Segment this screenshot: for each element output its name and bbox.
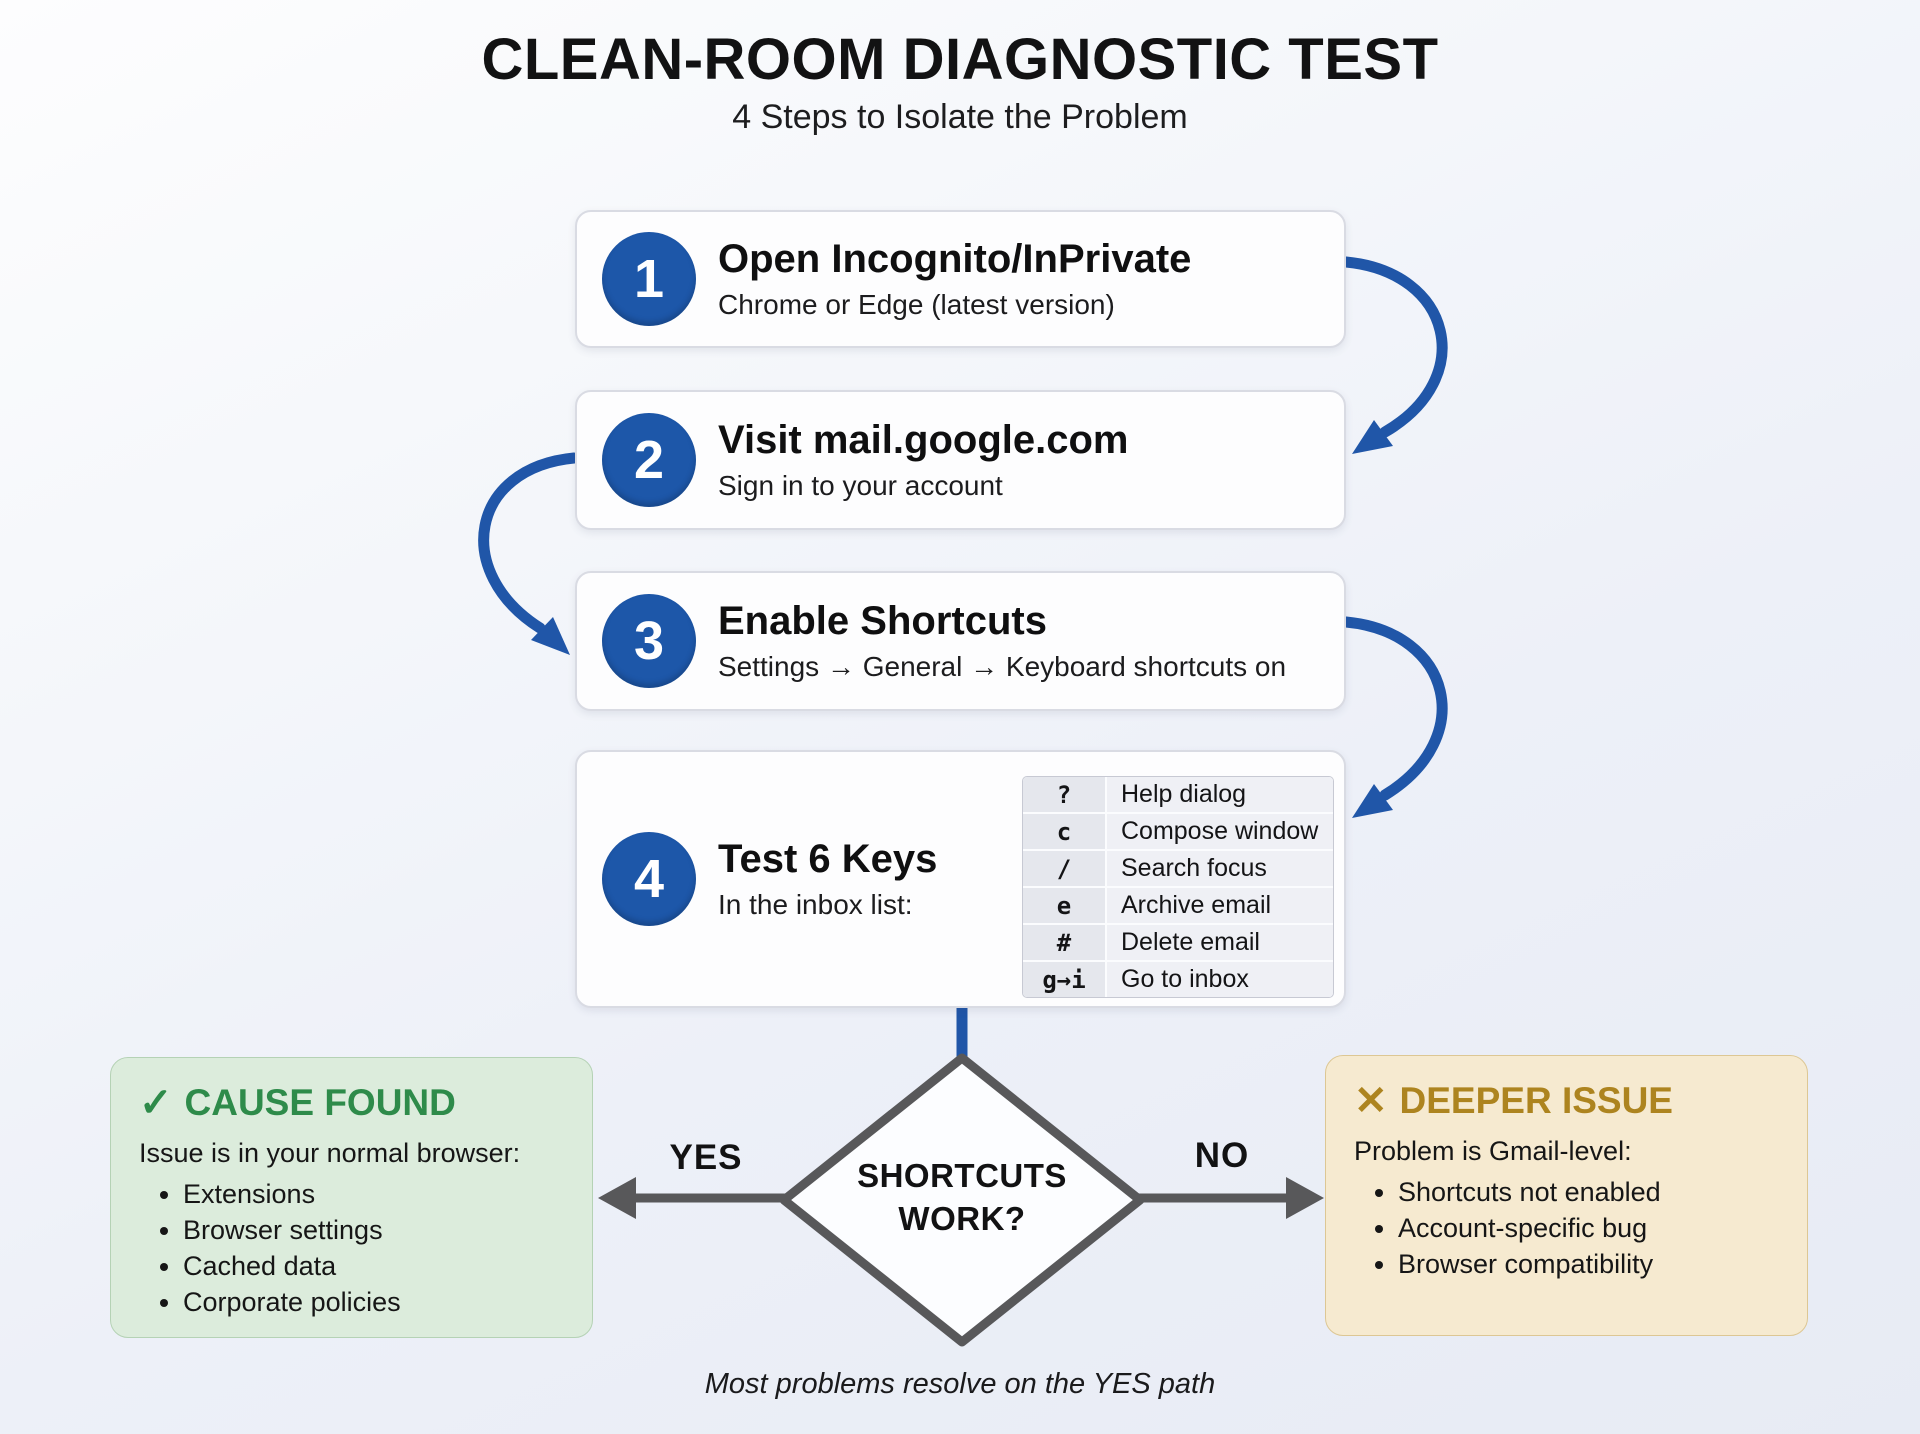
outcome-title: DEEPER ISSUE: [1399, 1080, 1673, 1121]
decision-diamond: [779, 1053, 1145, 1347]
page-title: CLEAN-ROOM DIAGNOSTIC TEST: [481, 27, 1439, 92]
arrow-step2-step3-icon: [478, 452, 580, 655]
table-row: ? Help dialog: [1023, 777, 1333, 814]
checkmark-icon: ✓: [139, 1081, 173, 1125]
decision-line2: WORK?: [898, 1200, 1026, 1237]
shortcut-action: Compose window: [1107, 814, 1333, 849]
branch-label-no: NO: [1194, 1136, 1250, 1175]
step-card-4: 4 Test 6 Keys In the inbox list: ? Help …: [575, 750, 1346, 1008]
shortcut-key-table: ? Help dialog c Compose window / Search …: [1022, 776, 1334, 998]
step-text: Visit mail.google.com Sign in to your ac…: [718, 418, 1128, 503]
step-number-badge: 2: [602, 413, 696, 507]
decision-line1: SHORTCUTS: [857, 1157, 1067, 1195]
branch-label-yes: YES: [669, 1138, 743, 1177]
table-row: c Compose window: [1023, 814, 1333, 851]
shortcut-key: ?: [1023, 777, 1107, 812]
arrow-step1-step2-icon: [1340, 256, 1448, 454]
arrow-yes-icon: [598, 1177, 786, 1219]
shortcut-action: Go to inbox: [1107, 962, 1333, 997]
table-row: # Delete email: [1023, 925, 1333, 962]
shortcut-action: Delete email: [1107, 925, 1333, 960]
list-item: Shortcuts not enabled: [1398, 1175, 1779, 1211]
step-text: Enable Shortcuts Settings → General → Ke…: [718, 599, 1286, 684]
step-title: Visit mail.google.com: [718, 417, 1129, 462]
step-card-2: 2 Visit mail.google.com Sign in to your …: [575, 390, 1346, 530]
list-item: Extensions: [183, 1177, 564, 1213]
step-number-badge: 1: [602, 232, 696, 326]
step-card-3: 3 Enable Shortcuts Settings → General → …: [575, 571, 1346, 711]
outcome-header: ✕ DEEPER ISSUE: [1354, 1080, 1779, 1122]
list-item: Cached data: [183, 1249, 564, 1285]
step-subtitle: Sign in to your account: [718, 470, 1003, 502]
decision-question: SHORTCUTS WORK?: [857, 1155, 1067, 1241]
outcome-card-cause-found: ✓ CAUSE FOUND Issue is in your normal br…: [110, 1057, 593, 1338]
arrow-step3-step4-icon: [1340, 616, 1448, 818]
step-subtitle: Chrome or Edge (latest version): [718, 289, 1115, 321]
step-number-badge: 4: [602, 832, 696, 926]
shortcut-key: #: [1023, 925, 1107, 960]
step-number-badge: 3: [602, 594, 696, 688]
table-row: / Search focus: [1023, 851, 1333, 888]
step-title: Enable Shortcuts: [718, 598, 1047, 643]
shortcut-action: Archive email: [1107, 888, 1333, 923]
step-subtitle: Settings → General → Keyboard shortcuts …: [718, 651, 1287, 683]
outcome-header: ✓ CAUSE FOUND: [139, 1082, 564, 1124]
step-text: Test 6 Keys In the inbox list:: [718, 837, 937, 922]
table-row: g→i Go to inbox: [1023, 962, 1333, 997]
step-subtitle: In the inbox list:: [718, 889, 913, 921]
shortcut-action: Help dialog: [1107, 777, 1333, 812]
shortcut-key: e: [1023, 888, 1107, 923]
step-text: Open Incognito/InPrivate Chrome or Edge …: [718, 237, 1191, 322]
footer-note: Most problems resolve on the YES path: [704, 1368, 1216, 1400]
outcome-intro: Problem is Gmail-level:: [1354, 1136, 1632, 1166]
shortcut-key: /: [1023, 851, 1107, 886]
list-item: Corporate policies: [183, 1285, 564, 1321]
shortcut-action: Search focus: [1107, 851, 1333, 886]
outcome-bullet-list: Shortcuts not enabled Account-specific b…: [1354, 1175, 1779, 1283]
outcome-title: CAUSE FOUND: [184, 1082, 456, 1123]
page-subtitle: 4 Steps to Isolate the Problem: [732, 98, 1188, 136]
x-mark-icon: ✕: [1354, 1079, 1388, 1123]
shortcut-key: g→i: [1023, 962, 1107, 997]
outcome-intro: Issue is in your normal browser:: [139, 1138, 521, 1168]
list-item: Browser compatibility: [1398, 1247, 1779, 1283]
outcome-card-deeper-issue: ✕ DEEPER ISSUE Problem is Gmail-level: S…: [1325, 1055, 1808, 1336]
step-title: Open Incognito/InPrivate: [718, 236, 1192, 281]
table-row: e Archive email: [1023, 888, 1333, 925]
step-title: Test 6 Keys: [718, 836, 938, 881]
outcome-bullet-list: Extensions Browser settings Cached data …: [139, 1177, 564, 1321]
step-card-1: 1 Open Incognito/InPrivate Chrome or Edg…: [575, 210, 1346, 348]
arrow-no-icon: [1138, 1177, 1324, 1219]
list-item: Browser settings: [183, 1213, 564, 1249]
list-item: Account-specific bug: [1398, 1211, 1779, 1247]
shortcut-key: c: [1023, 814, 1107, 849]
